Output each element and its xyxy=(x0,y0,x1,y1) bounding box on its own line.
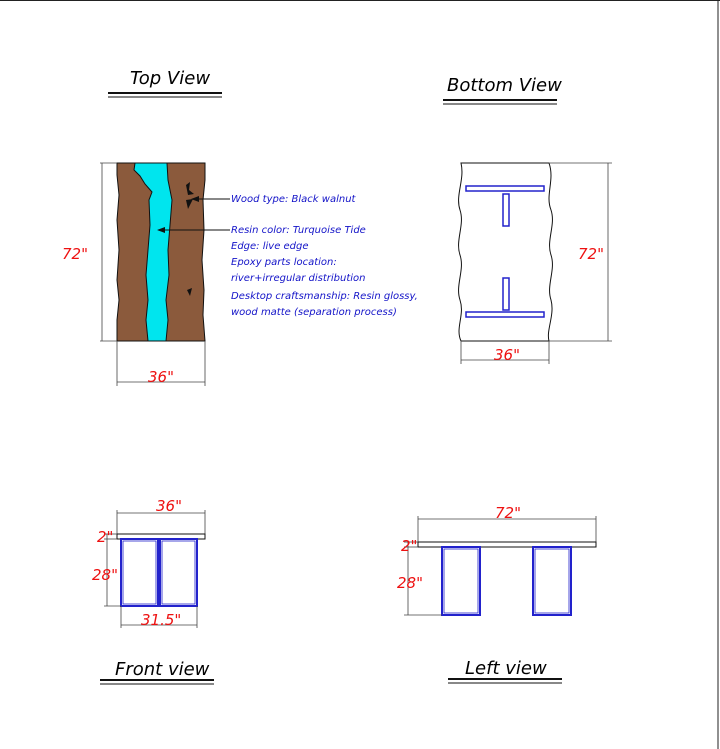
note-wood-type: Wood type: Black walnut xyxy=(231,194,357,205)
front-leg-left xyxy=(120,538,159,607)
top-view-title: Top View xyxy=(130,68,210,89)
left-leg-left xyxy=(441,546,481,616)
note-craftsmanship: Desktop craftsmanship: Resin glossy, xyxy=(231,291,418,302)
top-width-dimension: 36" xyxy=(148,368,174,386)
bottom-width-dimension: 36" xyxy=(494,346,520,364)
left-view-title: Left view xyxy=(465,658,547,679)
frame-stem-bottom xyxy=(502,277,510,311)
front-leg-right xyxy=(159,538,198,607)
bottom-slab-outline xyxy=(458,162,553,342)
material-notes: Wood type: Black walnut Resin color: Tur… xyxy=(231,194,418,318)
note-edge: Edge: live edge xyxy=(231,241,309,252)
front-view: 36" 2" 28" 31.5" Front view xyxy=(92,497,214,685)
frame-crossbar-bottom xyxy=(465,311,545,318)
front-base-dimension: 31.5" xyxy=(141,611,181,629)
left-height-dimension: 28" xyxy=(397,574,423,592)
bottom-length-dimension: 72" xyxy=(578,245,604,263)
note-epoxy-location: Epoxy parts location: xyxy=(231,257,337,268)
front-height-dimension: 28" xyxy=(92,566,118,584)
left-leg-right xyxy=(532,546,572,616)
left-length-dimension: 72" xyxy=(495,504,521,522)
left-thickness-dimension: 2" xyxy=(401,537,417,555)
resin-river xyxy=(133,162,173,342)
frame-crossbar-top xyxy=(465,185,545,192)
frame-stem-top xyxy=(502,193,510,227)
resin-inclusion xyxy=(186,182,194,195)
left-view: 72" 2" 28" Left view xyxy=(397,504,597,684)
front-width-dimension: 36" xyxy=(156,497,182,515)
note-epoxy-distribution: river+irregular distribution xyxy=(231,273,365,284)
front-view-title: Front view xyxy=(115,659,210,680)
note-resin-color: Resin color: Turquoise Tide xyxy=(231,225,366,236)
bottom-view-title: Bottom View xyxy=(447,75,562,96)
top-length-dimension: 72" xyxy=(62,245,88,263)
note-craftsmanship-detail: wood matte (separation process) xyxy=(231,307,397,318)
left-tabletop xyxy=(417,541,597,548)
top-view: Top View 72" 36" xyxy=(62,68,230,386)
front-thickness-dimension: 2" xyxy=(97,528,113,546)
resin-inclusion xyxy=(187,288,192,296)
bottom-view: Bottom View 72" 36" xyxy=(443,75,612,364)
